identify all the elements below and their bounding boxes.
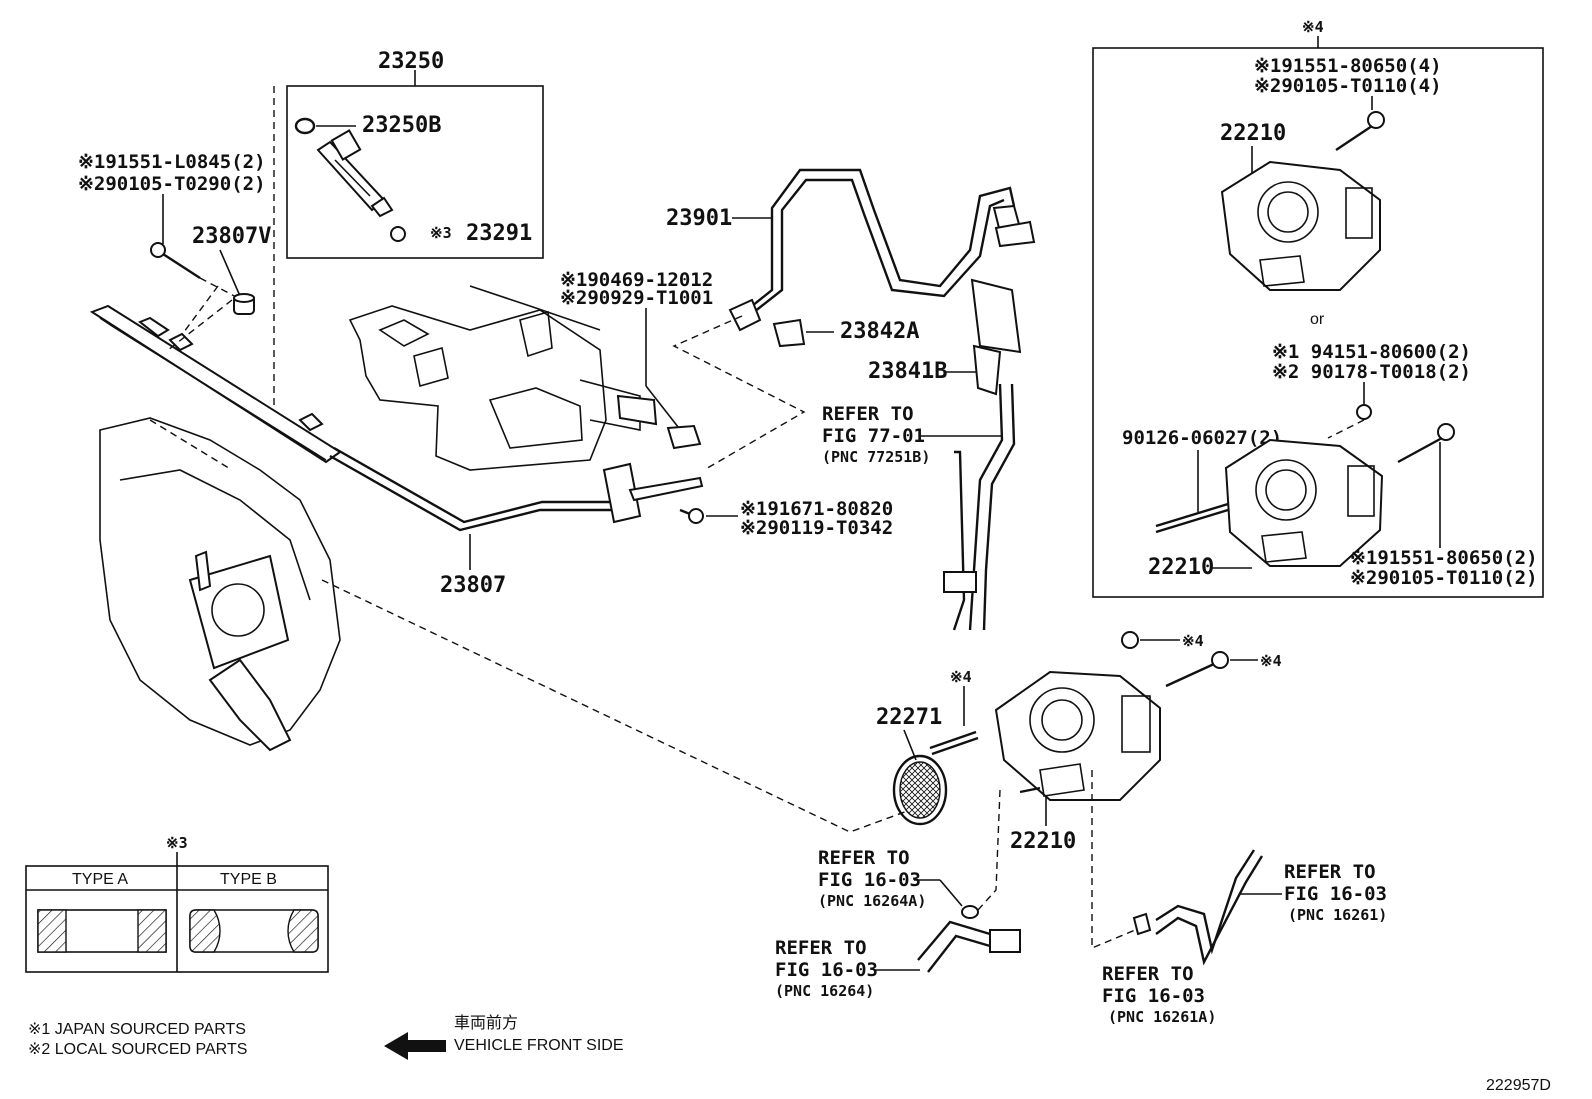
refer-16264-l1: REFER TO bbox=[775, 937, 867, 959]
intake-manifold bbox=[99, 417, 341, 752]
front-arrow-icon bbox=[384, 1032, 446, 1060]
nut-marker: ※4 bbox=[1182, 632, 1204, 650]
rail-bolt-pn2[interactable]: ※290105-T0290(2) bbox=[78, 173, 266, 195]
main-stud[interactable] bbox=[929, 730, 979, 756]
refer-16264-l3: (PNC 16264) bbox=[775, 982, 874, 1000]
rail-bolt-pn1[interactable]: ※191551-L0845(2) bbox=[78, 151, 266, 173]
clamp-bolt-pn1[interactable]: ※190469-12012 bbox=[560, 269, 713, 291]
clip-part-number[interactable]: 23291 bbox=[466, 221, 532, 246]
throttle-nut-2[interactable]: ※2 90178-T0018(2) bbox=[1272, 361, 1471, 383]
gasket-22271[interactable] bbox=[892, 754, 948, 826]
throttle-bolt-a[interactable] bbox=[1335, 111, 1385, 151]
throttle-bolt-b[interactable] bbox=[1397, 423, 1455, 464]
throttle-nut[interactable] bbox=[1356, 404, 1372, 420]
throttle-stud[interactable]: 90126-06027(2) bbox=[1122, 427, 1282, 449]
refer77-l1: REFER TO bbox=[822, 403, 914, 425]
throttle-body-b-part-number[interactable]: 22210 bbox=[1148, 555, 1214, 580]
throttle-nut-1[interactable]: ※1 94151-80600(2) bbox=[1272, 341, 1471, 363]
clamp-16261a[interactable] bbox=[1132, 912, 1152, 936]
main-nut[interactable] bbox=[1121, 631, 1139, 649]
clip-23842a-part-number[interactable]: 23842A bbox=[840, 319, 919, 344]
bracket-23841b-part-number[interactable]: 23841B bbox=[868, 359, 947, 384]
refer-16261a-l2[interactable]: FIG 16-03 bbox=[1102, 985, 1205, 1007]
refer-16264a-l1: REFER TO bbox=[818, 847, 910, 869]
oring-part-number[interactable]: 23250B bbox=[362, 113, 441, 138]
rail-flange-bolt[interactable] bbox=[679, 508, 704, 524]
throttle-bolt-b2[interactable]: ※290105-T0110(2) bbox=[1350, 567, 1538, 589]
insulator-23807v[interactable] bbox=[233, 293, 255, 315]
refer-16261a-l3: (PNC 16261A) bbox=[1108, 1008, 1216, 1026]
diagram-id: 222957D bbox=[1486, 1077, 1551, 1094]
stud-marker: ※4 bbox=[950, 668, 972, 686]
clip-marker: ※3 bbox=[430, 224, 452, 242]
fuel-rail-assembly[interactable] bbox=[89, 304, 704, 532]
type-table-marker: ※3 bbox=[166, 834, 188, 852]
injector-group: 23250 23250B ※3 23291 bbox=[286, 49, 544, 259]
refer77-l3: (PNC 77251B) bbox=[822, 448, 930, 466]
front-side-en: VEHICLE FRONT SIDE bbox=[454, 1037, 624, 1054]
throttle-bolt-b1[interactable]: ※191551-80650(2) bbox=[1350, 547, 1538, 569]
bracket-23841b[interactable] bbox=[970, 278, 1022, 396]
bolt-marker: ※4 bbox=[1260, 652, 1282, 670]
throttle-body-main[interactable] bbox=[994, 670, 1161, 801]
injector-part-number[interactable]: 23250 bbox=[378, 49, 444, 74]
refer-16264a-l3: (PNC 16264A) bbox=[818, 892, 926, 910]
water-hose-16264[interactable] bbox=[917, 920, 1021, 973]
rail-bolt[interactable] bbox=[150, 242, 201, 280]
clip-23291[interactable] bbox=[390, 226, 406, 242]
refer-16261a-l1: REFER TO bbox=[1102, 963, 1194, 985]
fuel-hose-23901[interactable] bbox=[728, 168, 1036, 332]
insulator-part-number[interactable]: 23807V bbox=[192, 224, 271, 249]
fuel-rail-part-number[interactable]: 23807 bbox=[440, 573, 506, 598]
hose-part-number[interactable]: 23901 bbox=[666, 206, 732, 231]
front-side-jp: 車両前方 bbox=[454, 1014, 518, 1032]
throttle-body-b[interactable] bbox=[1224, 438, 1384, 567]
throttle-options-box: ※4 ※191551-80650(4) ※290105-T0110(4) 222… bbox=[1092, 18, 1544, 598]
or-text: or bbox=[1310, 311, 1325, 328]
refer77-l2[interactable]: FIG 77-01 bbox=[822, 425, 925, 447]
type-a-section bbox=[37, 909, 167, 953]
throttle-body-a[interactable] bbox=[1220, 160, 1381, 291]
main-bolt[interactable] bbox=[1165, 651, 1229, 688]
engine-block bbox=[348, 285, 641, 471]
oring-23250b[interactable] bbox=[294, 117, 316, 135]
clamp-16264a[interactable] bbox=[961, 905, 979, 919]
refer-16261-l3: (PNC 16261) bbox=[1288, 906, 1387, 924]
type-table: ※3 TYPE A TYPE B bbox=[25, 834, 329, 973]
gasket-part-number[interactable]: 22271 bbox=[876, 705, 942, 730]
clamp-bolt-pn2[interactable]: ※290929-T1001 bbox=[560, 287, 713, 309]
type-b-header: TYPE B bbox=[220, 871, 277, 888]
type-a-header: TYPE A bbox=[72, 871, 128, 888]
water-hose-16261[interactable] bbox=[1155, 849, 1264, 966]
throttle-body-a-part-number[interactable]: 22210 bbox=[1220, 121, 1286, 146]
note-japan: ※1 JAPAN SOURCED PARTS bbox=[28, 1021, 246, 1038]
refer-16264a-l2[interactable]: FIG 16-03 bbox=[818, 869, 921, 891]
brake-hose bbox=[943, 383, 1016, 631]
throttle-bolt-a2[interactable]: ※290105-T0110(4) bbox=[1254, 75, 1442, 97]
fuel-injector[interactable] bbox=[316, 129, 394, 218]
type-b-section bbox=[189, 909, 319, 953]
flange-bolt-pn2[interactable]: ※290119-T0342 bbox=[740, 517, 893, 539]
flange-bolt-pn1[interactable]: ※191671-80820 bbox=[740, 498, 893, 520]
throttle-body-main-part-number[interactable]: 22210 bbox=[1010, 829, 1076, 854]
clamp-23[interactable] bbox=[666, 424, 702, 450]
note-local: ※2 LOCAL SOURCED PARTS bbox=[28, 1041, 247, 1058]
main-throttle-group: ※4 ※4 ※4 22271 22210 bbox=[876, 631, 1282, 950]
refer-16261-l2[interactable]: FIG 16-03 bbox=[1284, 883, 1387, 905]
throttle-box-marker: ※4 bbox=[1302, 18, 1324, 36]
refer-16264-l2[interactable]: FIG 16-03 bbox=[775, 959, 878, 981]
refer-16261-l1: REFER TO bbox=[1284, 861, 1376, 883]
throttle-stud-part[interactable] bbox=[1155, 502, 1229, 534]
throttle-bolt-a1[interactable]: ※191551-80650(4) bbox=[1254, 55, 1442, 77]
clip-23842a[interactable] bbox=[772, 318, 806, 348]
